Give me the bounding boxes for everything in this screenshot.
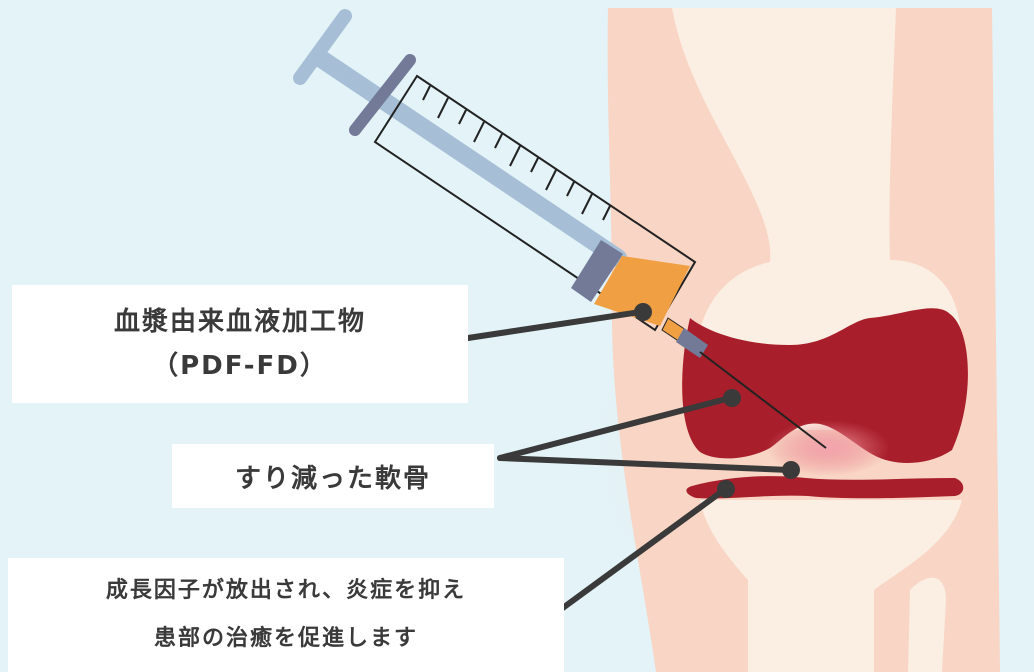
cartilage-label: すり減った軟骨: [235, 458, 431, 495]
pdf-label-line1: 血漿由来血液加工物: [114, 300, 366, 344]
marker-dot-cartilage-lower: [782, 461, 800, 479]
effect-label-box: 成長因子が放出され、炎症を抑え 患部の治癒を促進します: [8, 558, 564, 672]
effect-label-line1: 成長因子が放出され、炎症を抑え: [106, 567, 466, 615]
cartilage-label-box: すり減った軟骨: [172, 444, 494, 508]
fibula-bone: [908, 578, 946, 672]
marker-dot-lower-cartilage: [717, 480, 735, 498]
pdf-label-box: 血漿由来血液加工物 （PDF-FD）: [12, 285, 468, 403]
marker-dot-cartilage-upper: [723, 389, 741, 407]
pdf-label-line2: （PDF-FD）: [152, 344, 328, 388]
effect-label-line2: 患部の治癒を促進します: [154, 615, 418, 663]
marker-dot-fluid: [634, 303, 652, 321]
